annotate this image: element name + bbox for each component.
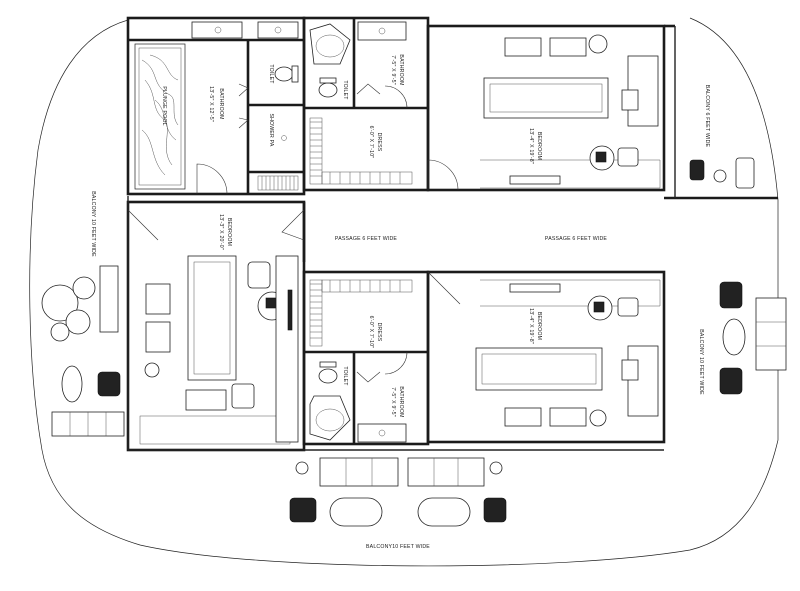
balcony-left-furniture [41, 265, 125, 437]
label-bedroom-left-dim: 13'-3" X 20'-0" [218, 214, 224, 250]
bathroom-top-center-fixtures [309, 21, 413, 185]
label-dress-top-dim: 6'-0" X 7'-10" [368, 126, 374, 159]
bedroom-bottom-right-furniture [475, 279, 661, 427]
balcony-bottom-furniture [289, 457, 507, 527]
label-shower-top-left: SHOWER PA [268, 113, 274, 146]
label-toilet-top-center: TOILET [342, 80, 348, 100]
label-bathroom-top-left: BATHROOM [218, 88, 224, 119]
bedroom-top-right-furniture [480, 34, 661, 189]
plunge-pool [134, 43, 186, 190]
balcony-right-bottom-furniture [719, 281, 787, 395]
label-balcony-left: BALCONY 10 FEET WIDE [90, 191, 96, 257]
label-dress-bottom-dim: 6'-0" X 7'-10" [368, 316, 374, 349]
label-bedroom-bottom-right: BEDROOM [536, 312, 542, 340]
label-balcony-bottom: BALCONY10 FEET WIDE [366, 544, 430, 550]
label-dress-top: DRESS [376, 133, 382, 152]
balcony-right-top-furniture [689, 157, 755, 189]
label-bathroom-top-center-dim: 7'-5" X 9'-5" [390, 55, 396, 85]
bathroom-top-left-fixtures [191, 21, 299, 191]
label-bathroom-bottom-center: BATHROOM [398, 386, 404, 417]
label-bedroom-top-right-dim: 13'-4" X 19'-8" [528, 128, 534, 164]
label-toilet-bottom-center: TOILET [342, 366, 348, 386]
walls [126, 16, 778, 452]
label-bathroom-top-center: BATHROOM [398, 54, 404, 85]
label-balcony-right-top: BALCONY 6 FEET WIDE [704, 85, 710, 148]
label-bathroom-bottom-center-dim: 7'-5" X 9'-5" [390, 387, 396, 417]
label-dress-bottom: DRESS [376, 323, 382, 342]
balcony-outline [29, 17, 779, 567]
bedroom-left-furniture [139, 255, 299, 445]
label-plunge-pool: PLUNGE POOL [161, 86, 167, 125]
label-passage-right: PASSAGE 6 FEET WIDE [545, 236, 607, 242]
room-labels: BATHROOM 13'-5" X 12'-5" PLUNGE POOL TOI… [90, 54, 710, 550]
label-toilet-top-left: TOILET [268, 64, 274, 84]
label-passage-left: PASSAGE 6 FEET WIDE [335, 236, 397, 242]
glazing [127, 26, 676, 451]
label-bedroom-bottom-right-dim: 13'-4" X 19'-8" [528, 308, 534, 344]
label-bathroom-top-left-dim: 13'-5" X 12'-5" [208, 86, 214, 122]
label-balcony-right-bottom: BALCONY 10 FEET WIDE [698, 329, 704, 395]
bathroom-bottom-center-fixtures [309, 279, 413, 443]
doors [127, 83, 461, 383]
label-bedroom-left: BEDROOM [226, 218, 232, 246]
label-bedroom-top-right: BEDROOM [536, 132, 542, 160]
